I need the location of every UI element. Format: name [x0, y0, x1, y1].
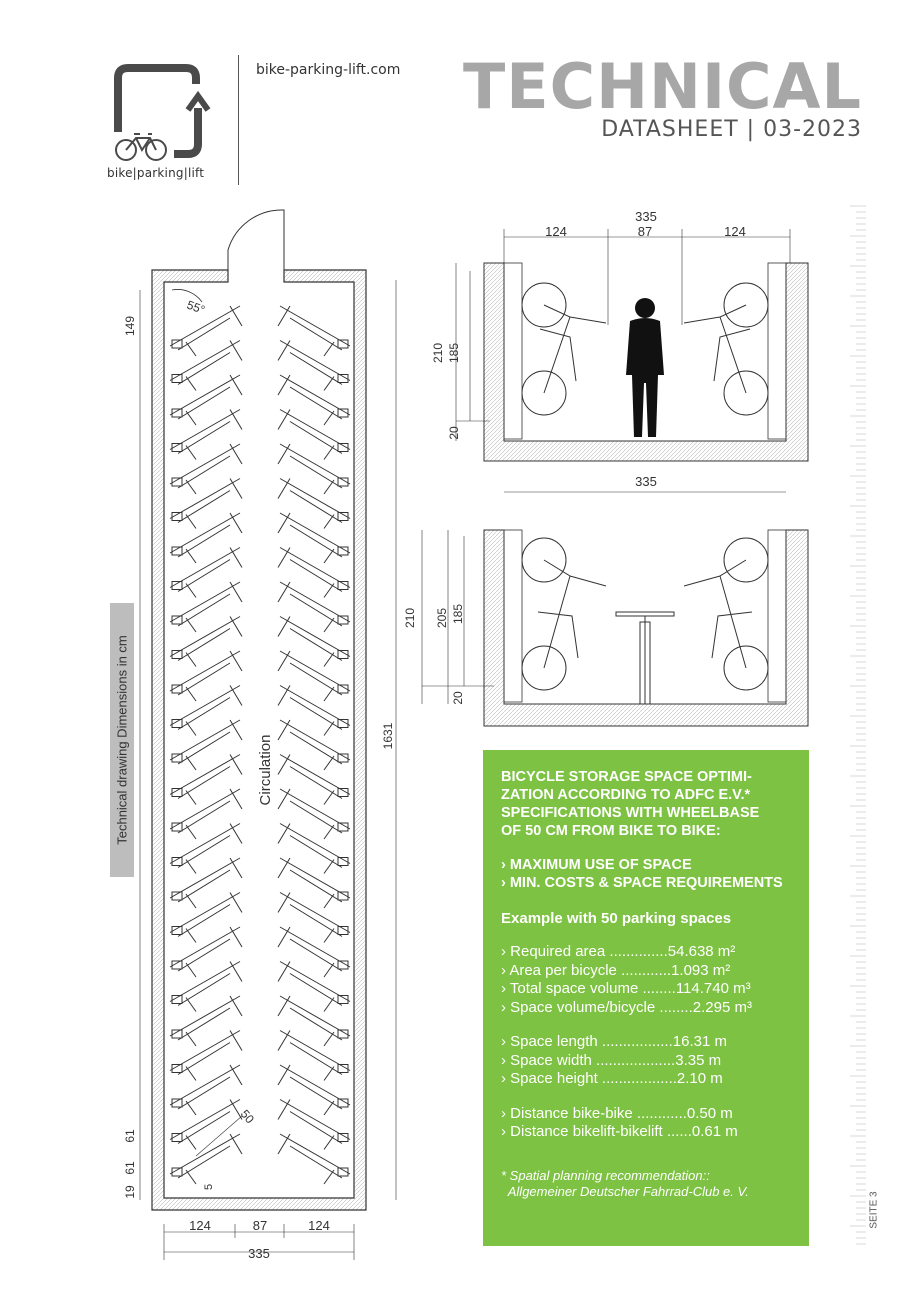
stat-dots: ..................	[601, 1070, 677, 1087]
info-heading: BICYCLE STORAGE SPACE OPTIMI- ZATION ACC…	[501, 769, 760, 839]
page-title: TECHNICAL	[463, 50, 862, 123]
floor-plan-drawing: Circulation 55° 149 61 61 19 1631 50 5 1…	[123, 209, 397, 1261]
stat-value: 114.740 m³	[675, 980, 751, 997]
section-top-h210: 210	[431, 343, 445, 363]
bike-left	[169, 305, 243, 357]
dim-149: 149	[123, 316, 137, 336]
circulation-label: Circulation	[257, 735, 274, 806]
stat-dots: ............	[636, 1104, 687, 1122]
section-top-left: 124	[545, 224, 567, 239]
dim-5: 5	[203, 1184, 215, 1190]
section-bottom-total: 335	[635, 474, 657, 489]
stat-value: 16.31 m	[672, 1033, 727, 1050]
page-subtitle: DATASHEET | 03-2023	[601, 117, 862, 142]
stat-value: 0.50 m	[686, 1104, 733, 1122]
section-bottom-h185: 185	[451, 604, 465, 624]
dim-bottom-left: 124	[189, 1218, 211, 1233]
stat-row: › Distance bike-bike ............0.50 m	[501, 1104, 733, 1122]
dim-50: 50	[238, 1107, 258, 1126]
stat-value: 0.61 m	[691, 1123, 738, 1140]
section-top-mid: 87	[638, 224, 652, 239]
stat-row: › Space width ...................3.35 m	[501, 1051, 722, 1069]
stat-value: 1.093 m²	[671, 961, 731, 979]
stat-dots: ........	[659, 998, 693, 1016]
stats-group-area: › Required area ..............54.638 m²›…	[501, 943, 791, 1017]
section-top-h185: 185	[447, 343, 461, 363]
brand-url[interactable]: bike-parking-lift.com	[256, 62, 401, 78]
stat-row: › Space length .................16.31 m	[501, 1033, 727, 1050]
stat-dots: ............	[621, 961, 672, 979]
stat-dots: .................	[601, 1033, 673, 1050]
section-bottom-h210: 210	[403, 608, 417, 628]
section-bottom-drawing: 335 210 205 185 20	[403, 474, 809, 727]
dim-61-lower: 61	[123, 1161, 137, 1175]
stat-value: 2.10 m	[676, 1070, 723, 1087]
dim-bottom-mid: 87	[253, 1218, 267, 1233]
page-number: SEITE 3	[866, 1170, 882, 1250]
section-bottom-h205: 205	[435, 608, 449, 628]
stat-row: › Area per bicycle ............1.093 m²	[501, 961, 731, 979]
stat-dots: ......	[666, 1123, 692, 1140]
info-panel: BICYCLE STORAGE SPACE OPTIMI- ZATION ACC…	[483, 750, 809, 1246]
section-bottom-h20: 20	[451, 691, 465, 705]
side-ruler	[850, 205, 866, 1245]
dim-bottom-right: 124	[308, 1218, 330, 1233]
logo-wordmark: bike|parking|lift	[107, 166, 205, 180]
dim-bottom-total: 335	[248, 1246, 270, 1261]
page-number-text: SEITE 3	[868, 1191, 880, 1229]
stat-row: › Space height ..................2.10 m	[501, 1070, 723, 1087]
bikes-left-row	[169, 305, 243, 1185]
stat-row: › Required area ..............54.638 m²	[501, 943, 736, 960]
stat-row: › Distance bikelift-bikelift ......0.61 …	[501, 1123, 738, 1140]
dim-19: 19	[123, 1185, 137, 1199]
stat-row: › Total space volume ........114.740 m³	[501, 980, 751, 997]
stat-dots: ........	[642, 980, 676, 997]
bikes-right-row	[277, 305, 351, 1185]
person-silhouette	[626, 298, 664, 437]
stat-value: 3.35 m	[675, 1051, 722, 1069]
example-title: Example with 50 parking spaces	[501, 910, 732, 927]
bike-right	[277, 305, 351, 357]
drawing-units-label: Technical drawing Dimensions in cm	[110, 603, 134, 877]
stat-row: › Space volume/bicycle ........2.295 m³	[501, 998, 752, 1016]
angle-label: 55°	[185, 298, 207, 317]
section-top-drawing: 335 124 87 124 210 185 20	[431, 209, 809, 462]
info-bullet-1: › MAXIMUM USE OF SPACE	[501, 857, 692, 873]
section-top-right: 124	[724, 224, 746, 239]
dim-1631: 1631	[381, 722, 395, 749]
header-divider	[238, 55, 239, 185]
stat-dots: ..............	[609, 943, 668, 960]
stat-dots: ...................	[596, 1051, 676, 1069]
section-top-total: 335	[635, 209, 657, 224]
stats-group-distance: › Distance bike-bike ............0.50 m›…	[501, 1105, 791, 1142]
info-bullet-2: › MIN. COSTS & SPACE REQUIREMENTS	[501, 875, 783, 891]
bike-parking-lift-logo	[114, 64, 211, 161]
section-top-h20: 20	[447, 426, 461, 440]
stats-group-space: › Space length .................16.31 m›…	[501, 1033, 791, 1089]
dim-61-upper: 61	[123, 1129, 137, 1143]
stat-value: 2.295 m³	[692, 998, 752, 1016]
stat-value: 54.638 m²	[667, 943, 736, 960]
footnote: * Spatial planning recommendation:: Allg…	[501, 1167, 749, 1199]
